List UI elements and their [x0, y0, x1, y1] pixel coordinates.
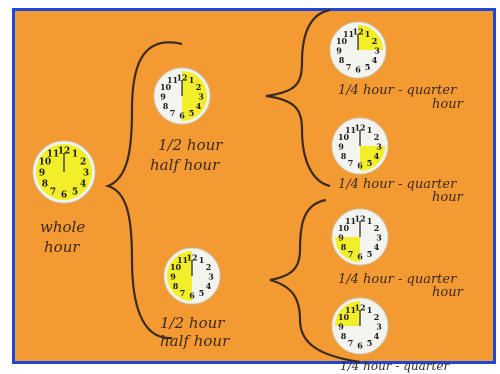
clock-number: 3 — [83, 169, 89, 179]
label-quarter-1b: hour — [432, 97, 464, 112]
clock-number: 7 — [346, 62, 352, 72]
label-quarter-3b: hour — [432, 285, 464, 300]
clock-number: 9 — [338, 142, 344, 152]
clock-number: 7 — [348, 249, 354, 259]
clock-number: 11 — [345, 305, 356, 315]
clock-number: 7 — [348, 338, 354, 348]
clock-number: 2 — [374, 132, 380, 142]
clock-number: 11 — [47, 149, 60, 159]
clock-number: 3 — [376, 322, 382, 332]
clock-number: 6 — [189, 291, 195, 301]
clock-number: 5 — [189, 108, 195, 118]
clock-number: 9 — [338, 233, 344, 243]
label-quarter-2b: hour — [432, 190, 464, 205]
clock-number: 6 — [357, 252, 363, 262]
clock-number: 2 — [206, 262, 212, 272]
clock-number: 1 — [189, 75, 195, 85]
label-half-hour-bottom-2: half hour — [160, 332, 230, 350]
clock-number: 1 — [367, 305, 373, 315]
clock-number: 8 — [173, 281, 179, 291]
clock-number: 2 — [372, 36, 378, 46]
clock-number: 11 — [167, 75, 178, 85]
clock-number: 3 — [198, 92, 204, 102]
brace-top-half-to-quarters — [266, 10, 330, 186]
clock-number: 2 — [80, 158, 86, 168]
clock-number: 2 — [374, 312, 380, 322]
clock-number: 3 — [376, 233, 382, 243]
clock-number: 11 — [343, 29, 354, 39]
clock-number: 6 — [61, 191, 67, 201]
clock-number: 2 — [374, 223, 380, 233]
clock-number: 1 — [367, 125, 373, 135]
clock-number: 4 — [80, 180, 86, 190]
clock-number: 6 — [355, 65, 361, 75]
clock-number: 7 — [170, 108, 176, 118]
clock-number: 9 — [170, 272, 176, 282]
label-quarter-1a: 1/4 hour - quarter — [338, 83, 457, 98]
clock-number: 8 — [341, 151, 347, 161]
clock-number: 3 — [208, 272, 214, 282]
clock-number: 5 — [367, 158, 373, 168]
clock-number: 5 — [367, 249, 373, 259]
clock-number: 3 — [374, 46, 380, 56]
clock-number: 4 — [206, 281, 212, 291]
clock-number: 5 — [199, 288, 205, 298]
clock-number: 7 — [50, 188, 56, 198]
clock-number: 6 — [179, 111, 185, 121]
clock-number: 3 — [376, 142, 382, 152]
clock-number: 8 — [163, 101, 169, 111]
clock-number: 9 — [39, 169, 45, 179]
label-half-hour-bottom-1: 1/2 hour — [160, 314, 225, 332]
clock-number: 8 — [341, 242, 347, 252]
clock-number: 11 — [177, 255, 188, 265]
clock-number: 1 — [365, 29, 371, 39]
clock-number: 1 — [199, 255, 205, 265]
clock-number: 9 — [338, 322, 344, 332]
clock-number: 9 — [160, 92, 166, 102]
clock-number: 5 — [72, 188, 78, 198]
label-whole: whole — [40, 218, 85, 236]
clock-number: 7 — [348, 158, 354, 168]
clock-number: 2 — [196, 82, 202, 92]
clock-number: 5 — [367, 338, 373, 348]
clock-number: 6 — [357, 341, 363, 351]
clock-number: 4 — [196, 101, 202, 111]
label-hour: hour — [44, 238, 80, 256]
clock-number: 1 — [72, 149, 78, 159]
clock-number: 6 — [357, 161, 363, 171]
label-quarter-4a: 1/4 hour - quarter — [340, 359, 450, 373]
clock-number: 4 — [374, 242, 380, 252]
clock-number: 9 — [336, 46, 342, 56]
label-half-hour-top-2: half hour — [150, 156, 220, 174]
clock-number: 8 — [42, 180, 48, 190]
clock-number: 1 — [367, 216, 373, 226]
clock-number: 7 — [180, 288, 186, 298]
clock-number: 8 — [339, 55, 345, 65]
clock-number: 5 — [365, 62, 371, 72]
clock-number: 11 — [345, 216, 356, 226]
clock-number: 4 — [374, 151, 380, 161]
clock-number: 8 — [341, 331, 347, 341]
clock-number: 4 — [374, 331, 380, 341]
label-half-hour-top-1: 1/2 hour — [158, 136, 223, 154]
clock-number: 4 — [372, 55, 378, 65]
clock-number: 11 — [345, 125, 356, 135]
